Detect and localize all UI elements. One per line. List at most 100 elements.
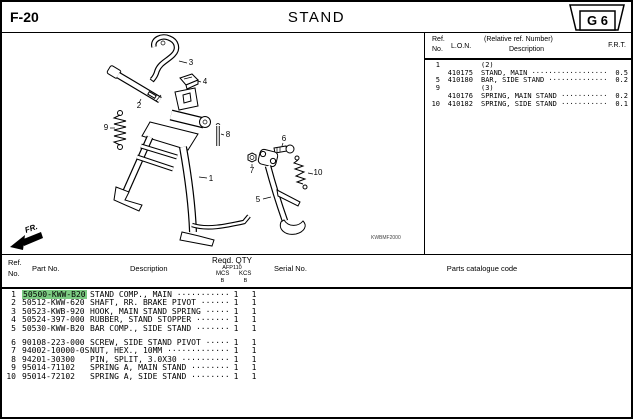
qty-mcs: 1 (233, 315, 239, 325)
lon-table-header: Ref. No. L.O.N. (Relative ref. Number) D… (425, 33, 631, 60)
diagram-code: KWBMF2000 (371, 235, 401, 241)
lon-cell-desc: (3) (481, 85, 494, 93)
part-number[interactable]: 50524-397-000 (22, 315, 85, 325)
parts-col-qty-model: AFP110 (222, 265, 242, 271)
qty-kcs: 1 (251, 338, 257, 348)
parts-col-mcs: MCS (216, 271, 230, 277)
lon-col-lon: L.O.N. (451, 43, 472, 50)
part-number-cell: 50524-397-000 (22, 316, 88, 324)
lon-cell-lon: 410176 (447, 91, 473, 100)
parts-col-qty: Reqd. QTY (211, 256, 252, 265)
lon-table-row: 9(3) (425, 84, 631, 93)
parts-col-part: Part No. (32, 264, 60, 273)
parts-col-kcs: KCS (239, 271, 252, 277)
qty-mcs: 1 (233, 306, 239, 316)
callout-2: 2 (137, 101, 142, 110)
block-code-badge: G 6 (569, 4, 625, 31)
part-number[interactable]: 50530-KWW-B20 (22, 323, 85, 333)
lon-cell-frt: 0.1 (615, 99, 628, 108)
page-header: F-20 STAND G 6 (2, 2, 631, 33)
part-ref-no: 4 (11, 315, 16, 325)
parts-col-desc: Description (130, 264, 168, 273)
callout-5: 5 (256, 195, 261, 204)
part-number[interactable]: 94201-30300 (22, 354, 75, 364)
part-number-cell: 50523-KWB-920 (22, 306, 88, 316)
part-description: RUBBER, STAND STOPPER ······· (90, 316, 228, 325)
part-description: BAR COMP., SIDE STAND ······· (90, 324, 228, 333)
parts-table-row[interactable]: 6 90108-223-000 SCREW, SIDE STAND PIVOT ··… (2, 338, 631, 348)
split-pin-part (215, 123, 221, 146)
part-number[interactable]: 95014-72102 (22, 371, 75, 381)
part-ref-no: 2 (11, 298, 16, 308)
qty-kcs: 1 (251, 306, 257, 316)
part-number-highlighted[interactable]: 50500-KWW-B20 (22, 290, 87, 299)
part-number[interactable]: 94002-10000-0S (22, 346, 90, 356)
callout-7: 7 (250, 166, 255, 175)
qty-kcs: 1 (251, 346, 257, 356)
qty-kcs: 1 (251, 290, 257, 299)
part-description: SCREW, SIDE STAND PIVOT ····· (90, 339, 228, 348)
part-number-cell: 95014-72102 (22, 371, 88, 381)
part-description: STAND COMP., MAIN ··········· (90, 291, 228, 299)
lon-cell-desc: SPRING, MAIN STAND ··········· (481, 92, 606, 100)
part-number[interactable]: 50523-KWB-920 (22, 306, 85, 316)
qty-mcs: 1 (233, 346, 239, 356)
block-code: G 6 (587, 13, 608, 28)
callout-4: 4 (203, 77, 208, 86)
lon-cell-lon: 410180 (447, 76, 473, 85)
qty-kcs: 1 (251, 323, 257, 333)
qty-mcs: 1 (233, 354, 239, 364)
lon-cell-frt: 0.5 (615, 68, 628, 77)
lon-table: Ref. No. L.O.N. (Relative ref. Number) D… (424, 33, 631, 254)
qty-mcs: 1 (233, 290, 239, 299)
parts-col-serial: Serial No. (274, 264, 307, 273)
page-code: F-20 (10, 9, 39, 25)
callout-8: 8 (226, 130, 231, 139)
qty-kcs: 1 (251, 371, 257, 381)
part-description: SPRING A, SIDE STAND ········ (90, 372, 228, 381)
shaft-part (106, 65, 162, 104)
parts-table-header: Ref. No. Part No. Description Reqd. QTY … (2, 255, 631, 289)
leader-lines (110, 60, 314, 200)
lon-cell-desc: (2) (481, 62, 494, 69)
main-stand-part (113, 87, 251, 247)
lon-col-desc-2: Description (509, 46, 545, 53)
part-number-cell: 94002-10000-0S (22, 346, 90, 356)
parts-col-ref-1: Ref. (8, 258, 22, 267)
lon-cell-desc: BAR, SIDE STAND ·············· (481, 77, 606, 85)
parts-row-group: 6 90108-223-000 SCREW, SIDE STAND PIVOT ··… (2, 338, 631, 381)
part-number[interactable]: 95014-71102 (22, 363, 75, 373)
lon-cell-desc: SPRING, SIDE STAND ··········· (481, 100, 606, 108)
lon-cell-lon: 410175 (447, 68, 473, 77)
lon-table-row: 1 (2) (425, 61, 631, 70)
lon-cell-lon: 410182 (447, 99, 473, 108)
part-number-cell: 95014-71102 (22, 364, 88, 372)
screw-part (273, 144, 295, 154)
page-title: STAND (287, 9, 346, 26)
part-ref-no: 6 (11, 338, 16, 348)
part-number[interactable]: 90108-223-000 (22, 338, 85, 348)
part-ref-no: 1 (11, 290, 16, 299)
part-description: SPRING A, MAIN STAND ········ (90, 364, 228, 373)
badge-inner-box (579, 10, 616, 31)
part-number[interactable]: 50512-KWW-620 (22, 298, 85, 308)
callout-10: 10 (314, 168, 323, 177)
part-number-cell: 50512-KWW-620 (22, 299, 88, 307)
part-description: SHAFT, RR. BRAKE PIVOT ······ (90, 299, 228, 308)
part-number-cell: 50530-KWW-B20 (22, 323, 88, 333)
lon-cell-ref: 1 (435, 61, 440, 69)
part-ref-no: 7 (11, 346, 16, 356)
